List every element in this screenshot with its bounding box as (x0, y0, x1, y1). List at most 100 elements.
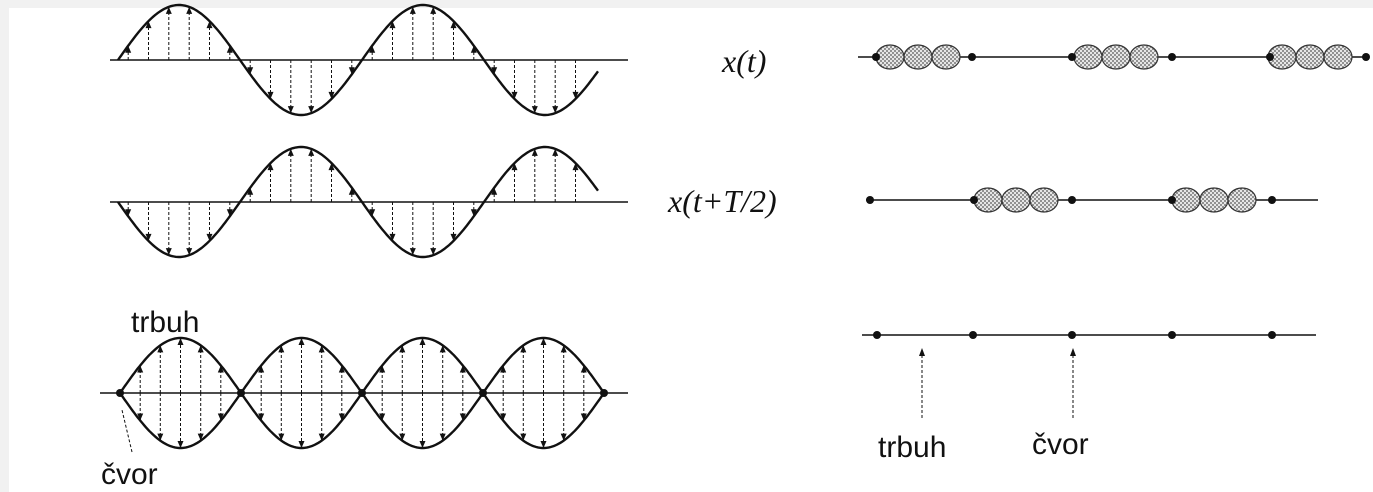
arrow-head (450, 21, 457, 29)
arrow-head (206, 233, 213, 241)
arrow-head (298, 338, 305, 345)
envelope-upper (119, 336, 605, 396)
bead (1227, 187, 1257, 213)
arrow-head (338, 413, 345, 421)
arrow-head (308, 106, 315, 114)
arrow-head (145, 233, 152, 241)
node-point (1068, 53, 1076, 61)
node-point (116, 389, 124, 397)
standing-wave-envelope (100, 336, 628, 450)
arrow-head (318, 345, 325, 353)
node-point (237, 389, 245, 397)
arrow-head (399, 433, 406, 441)
node-point (968, 53, 976, 61)
arrow-head (430, 6, 437, 14)
arrow-head (580, 413, 587, 421)
left-margin-strip (0, 0, 9, 492)
bead (903, 44, 933, 70)
arrow-head (177, 441, 184, 448)
arrow-head (287, 148, 294, 156)
arrow-head (186, 248, 193, 256)
arrow-head (409, 248, 416, 256)
arrow-head (247, 67, 254, 75)
arrow-head (430, 248, 437, 256)
bead (1323, 44, 1353, 70)
arrow-head (459, 413, 466, 421)
arrow-head (318, 433, 325, 441)
arrow-head (369, 209, 376, 217)
arrow-head (540, 338, 547, 345)
arrow-head (369, 45, 376, 53)
node-pointer-left (121, 409, 133, 453)
label-node-left: čvor (101, 458, 158, 491)
arrow-head (137, 413, 144, 421)
node-point (866, 196, 874, 204)
node-point (1168, 196, 1176, 204)
node-point (1068, 331, 1076, 339)
arrow-head (470, 45, 477, 53)
arrow-head (217, 365, 224, 373)
arrow-head (308, 148, 315, 156)
arrow-head (267, 91, 274, 99)
arrow-head (459, 365, 466, 373)
arrow-head (247, 187, 254, 195)
bead (1171, 187, 1201, 213)
arrow-head (439, 345, 446, 353)
label-x-t-half: x(t+T/2) (667, 183, 777, 219)
arrow-head (278, 433, 285, 441)
arrow-head (186, 6, 193, 14)
arrow-head (560, 433, 567, 441)
arrow-head (298, 441, 305, 448)
antinode-pointer-head (919, 348, 925, 356)
traveling-wave-x-t (110, 3, 628, 117)
arrow-head (348, 67, 355, 75)
arrow-head (531, 148, 538, 156)
arrow-head (379, 413, 386, 421)
arrow-head (328, 91, 335, 99)
arrow-head (540, 441, 547, 448)
arrow-head (399, 345, 406, 353)
arrow-head (206, 21, 213, 29)
bead (1101, 44, 1131, 70)
arrow-head (419, 441, 426, 448)
arrow-head (439, 433, 446, 441)
arrow-head (520, 433, 527, 441)
arrow-head (258, 413, 265, 421)
node-point (1168, 53, 1176, 61)
arrow-head (450, 233, 457, 241)
arrow-head (389, 233, 396, 241)
arrow-head (137, 365, 144, 373)
label-antinode-right: trbuh (878, 431, 946, 464)
bead (1001, 187, 1031, 213)
arrow-head (197, 433, 204, 441)
node-point (1268, 331, 1276, 339)
bead (875, 44, 905, 70)
arrow-head (177, 338, 184, 345)
arrow-head (531, 106, 538, 114)
arrow-head (500, 365, 507, 373)
arrow-head (125, 45, 132, 53)
top-margin-strip (0, 0, 1373, 8)
node-pointer-head (1070, 348, 1076, 356)
wave-curve (117, 3, 599, 117)
arrow-head (500, 413, 507, 421)
node-point (1266, 53, 1274, 61)
node-point (358, 389, 366, 397)
bead (1199, 187, 1229, 213)
arrow-head (258, 365, 265, 373)
arrow-head (348, 187, 355, 195)
particle-row-nodes (862, 331, 1316, 339)
arrow-head (580, 365, 587, 373)
arrow-head (572, 91, 579, 99)
envelope-lower (119, 390, 605, 450)
arrow-head (287, 106, 294, 114)
arrow-head (552, 148, 559, 156)
node-point (872, 53, 880, 61)
traveling-wave-x-t-half (110, 145, 628, 259)
node-point (1168, 331, 1176, 339)
arrow-head (560, 345, 567, 353)
bead (1073, 44, 1103, 70)
bead (1129, 44, 1159, 70)
arrow-head (470, 209, 477, 217)
